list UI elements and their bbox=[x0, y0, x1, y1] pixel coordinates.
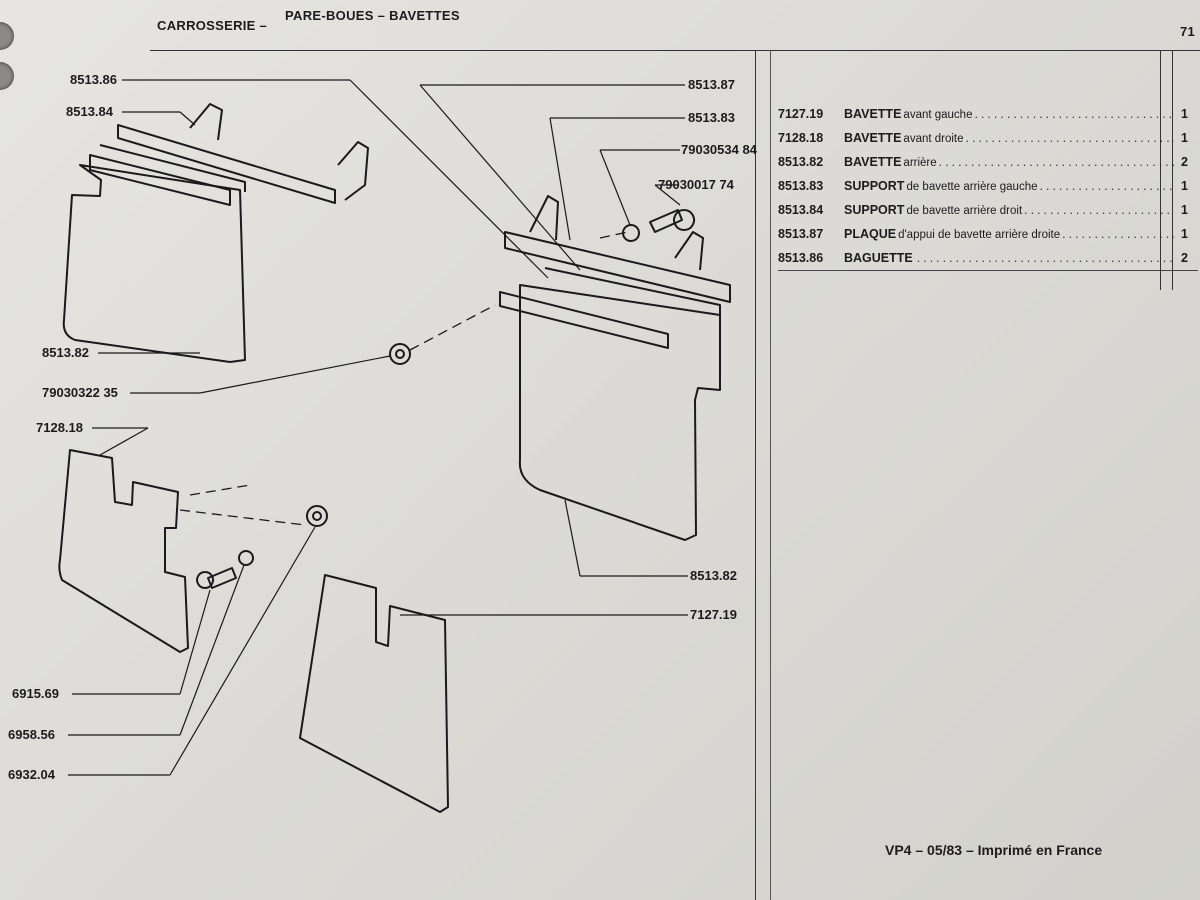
footer-imprint: VP4 – 05/83 – Imprimé en France bbox=[885, 842, 1103, 858]
part-ref: 8513.83 bbox=[778, 179, 824, 193]
support-8513-84 bbox=[117, 124, 336, 204]
front-mudflap-right bbox=[58, 449, 189, 653]
binder-ring-hole bbox=[0, 62, 14, 90]
part-name: BAGUETTE bbox=[844, 251, 913, 265]
rear-mudflap-left bbox=[62, 164, 246, 363]
label-7127-19: 7127.19 bbox=[690, 607, 737, 622]
baguette-right bbox=[499, 291, 669, 349]
part-desc: de bavette arrière gauche bbox=[906, 181, 1038, 193]
parts-row: 8513.87 PLAQUE d'appui de bavette arrièr… bbox=[778, 227, 1188, 251]
part-qty: 2 bbox=[1181, 155, 1188, 169]
part-name: BAVETTE bbox=[844, 107, 902, 121]
label-6958-56: 6958.56 bbox=[8, 727, 55, 742]
leader-dots: ........................................… bbox=[965, 131, 1174, 145]
section-title: CARROSSERIE – bbox=[157, 18, 268, 33]
part-ref: 8513.87 bbox=[778, 227, 824, 241]
label-8513-84: 8513.84 bbox=[66, 104, 113, 119]
bolt-6915-69 bbox=[196, 567, 237, 589]
label-6932-04: 6932.04 bbox=[8, 767, 55, 782]
bolt-79030017 bbox=[649, 209, 696, 233]
label-79030534-84: 79030534 84 bbox=[681, 142, 757, 157]
leader-dots: ........................................… bbox=[974, 107, 1174, 121]
part-name: BAVETTE bbox=[844, 155, 902, 169]
label-8513-86-left: 8513.86 bbox=[70, 72, 117, 87]
baguette-left bbox=[89, 154, 231, 206]
leader-dots: ........................................… bbox=[916, 251, 1174, 265]
parts-row: 7127.19 BAVETTE avant gauche ...........… bbox=[778, 107, 1188, 131]
part-desc: de bavette arrière droit bbox=[906, 205, 1023, 217]
column-divider-inner bbox=[770, 50, 771, 900]
label-8513-83: 8513.83 bbox=[688, 110, 735, 125]
part-name: SUPPORT bbox=[844, 203, 905, 217]
parts-row: 7128.18 BAVETTE avant droite ...........… bbox=[778, 131, 1188, 155]
parts-row: 8513.84 SUPPORT de bavette arrière droit… bbox=[778, 203, 1188, 227]
support-tab-left bbox=[189, 103, 223, 141]
leader-dots: ........................................… bbox=[938, 155, 1174, 169]
part-qty: 1 bbox=[1181, 107, 1188, 121]
plaque-8513-87 bbox=[544, 267, 721, 318]
label-7128-18: 7128.18 bbox=[36, 420, 83, 435]
qty-column-rule bbox=[1172, 50, 1173, 290]
label-8513-82-right: 8513.82 bbox=[690, 568, 737, 583]
parts-list-bottom-rule bbox=[778, 270, 1198, 271]
leader-dots: ........................................… bbox=[1039, 179, 1175, 193]
part-desc: d'appui de bavette arrière droite bbox=[898, 229, 1061, 241]
binder-ring-hole bbox=[0, 22, 14, 50]
support-8513-83 bbox=[504, 231, 731, 303]
part-ref: 7127.19 bbox=[778, 107, 824, 121]
washer-6958-56 bbox=[238, 550, 254, 566]
part-qty: 2 bbox=[1181, 251, 1188, 265]
label-79030322-35: 79030322 35 bbox=[42, 385, 118, 400]
part-name: BAVETTE bbox=[844, 131, 902, 145]
part-desc: arrière bbox=[903, 157, 937, 169]
part-ref: 8513.84 bbox=[778, 203, 824, 217]
rear-mudflap-right bbox=[518, 284, 721, 541]
nut-6932-04 bbox=[306, 505, 328, 527]
front-mudflap-left bbox=[299, 574, 449, 813]
label-8513-82-left: 8513.82 bbox=[42, 345, 89, 360]
support-tab-right bbox=[337, 141, 369, 201]
part-qty: 1 bbox=[1181, 131, 1188, 145]
part-desc: avant gauche bbox=[903, 109, 973, 121]
baguette-left-edge bbox=[99, 144, 246, 192]
parts-row: 8513.83 SUPPORT de bavette arrière gauch… bbox=[778, 179, 1188, 203]
part-name: PLAQUE bbox=[844, 227, 897, 241]
leader-dots: ........................................… bbox=[1062, 227, 1174, 241]
part-ref: 7128.18 bbox=[778, 131, 824, 145]
label-79030017-74: 79030017 74 bbox=[658, 177, 734, 192]
part-ref: 8513.82 bbox=[778, 155, 824, 169]
part-desc: avant droite bbox=[903, 133, 964, 145]
part-qty: 1 bbox=[1181, 203, 1188, 217]
column-divider bbox=[755, 50, 756, 900]
page-number: 71 bbox=[1180, 24, 1196, 39]
support-83-tab-left bbox=[529, 195, 559, 241]
qty-column-rule bbox=[1160, 50, 1161, 290]
leader-dots: ........................................… bbox=[1024, 203, 1174, 217]
part-qty: 1 bbox=[1181, 179, 1188, 193]
header-rule bbox=[150, 50, 1200, 51]
parts-row: 8513.86 BAGUETTE .......................… bbox=[778, 251, 1188, 275]
nut-79030322 bbox=[389, 343, 411, 365]
part-ref: 8513.86 bbox=[778, 251, 824, 265]
part-name: SUPPORT bbox=[844, 179, 905, 193]
parts-list: 7127.19 BAVETTE avant gauche ...........… bbox=[778, 107, 1188, 275]
label-6915-69: 6915.69 bbox=[12, 686, 59, 701]
subsection-title: PARE-BOUES – BAVETTES bbox=[285, 8, 460, 23]
part-qty: 1 bbox=[1181, 227, 1188, 241]
label-8513-87: 8513.87 bbox=[688, 77, 735, 92]
parts-row: 8513.82 BAVETTE arrière ................… bbox=[778, 155, 1188, 179]
support-83-tab-right bbox=[674, 231, 704, 271]
